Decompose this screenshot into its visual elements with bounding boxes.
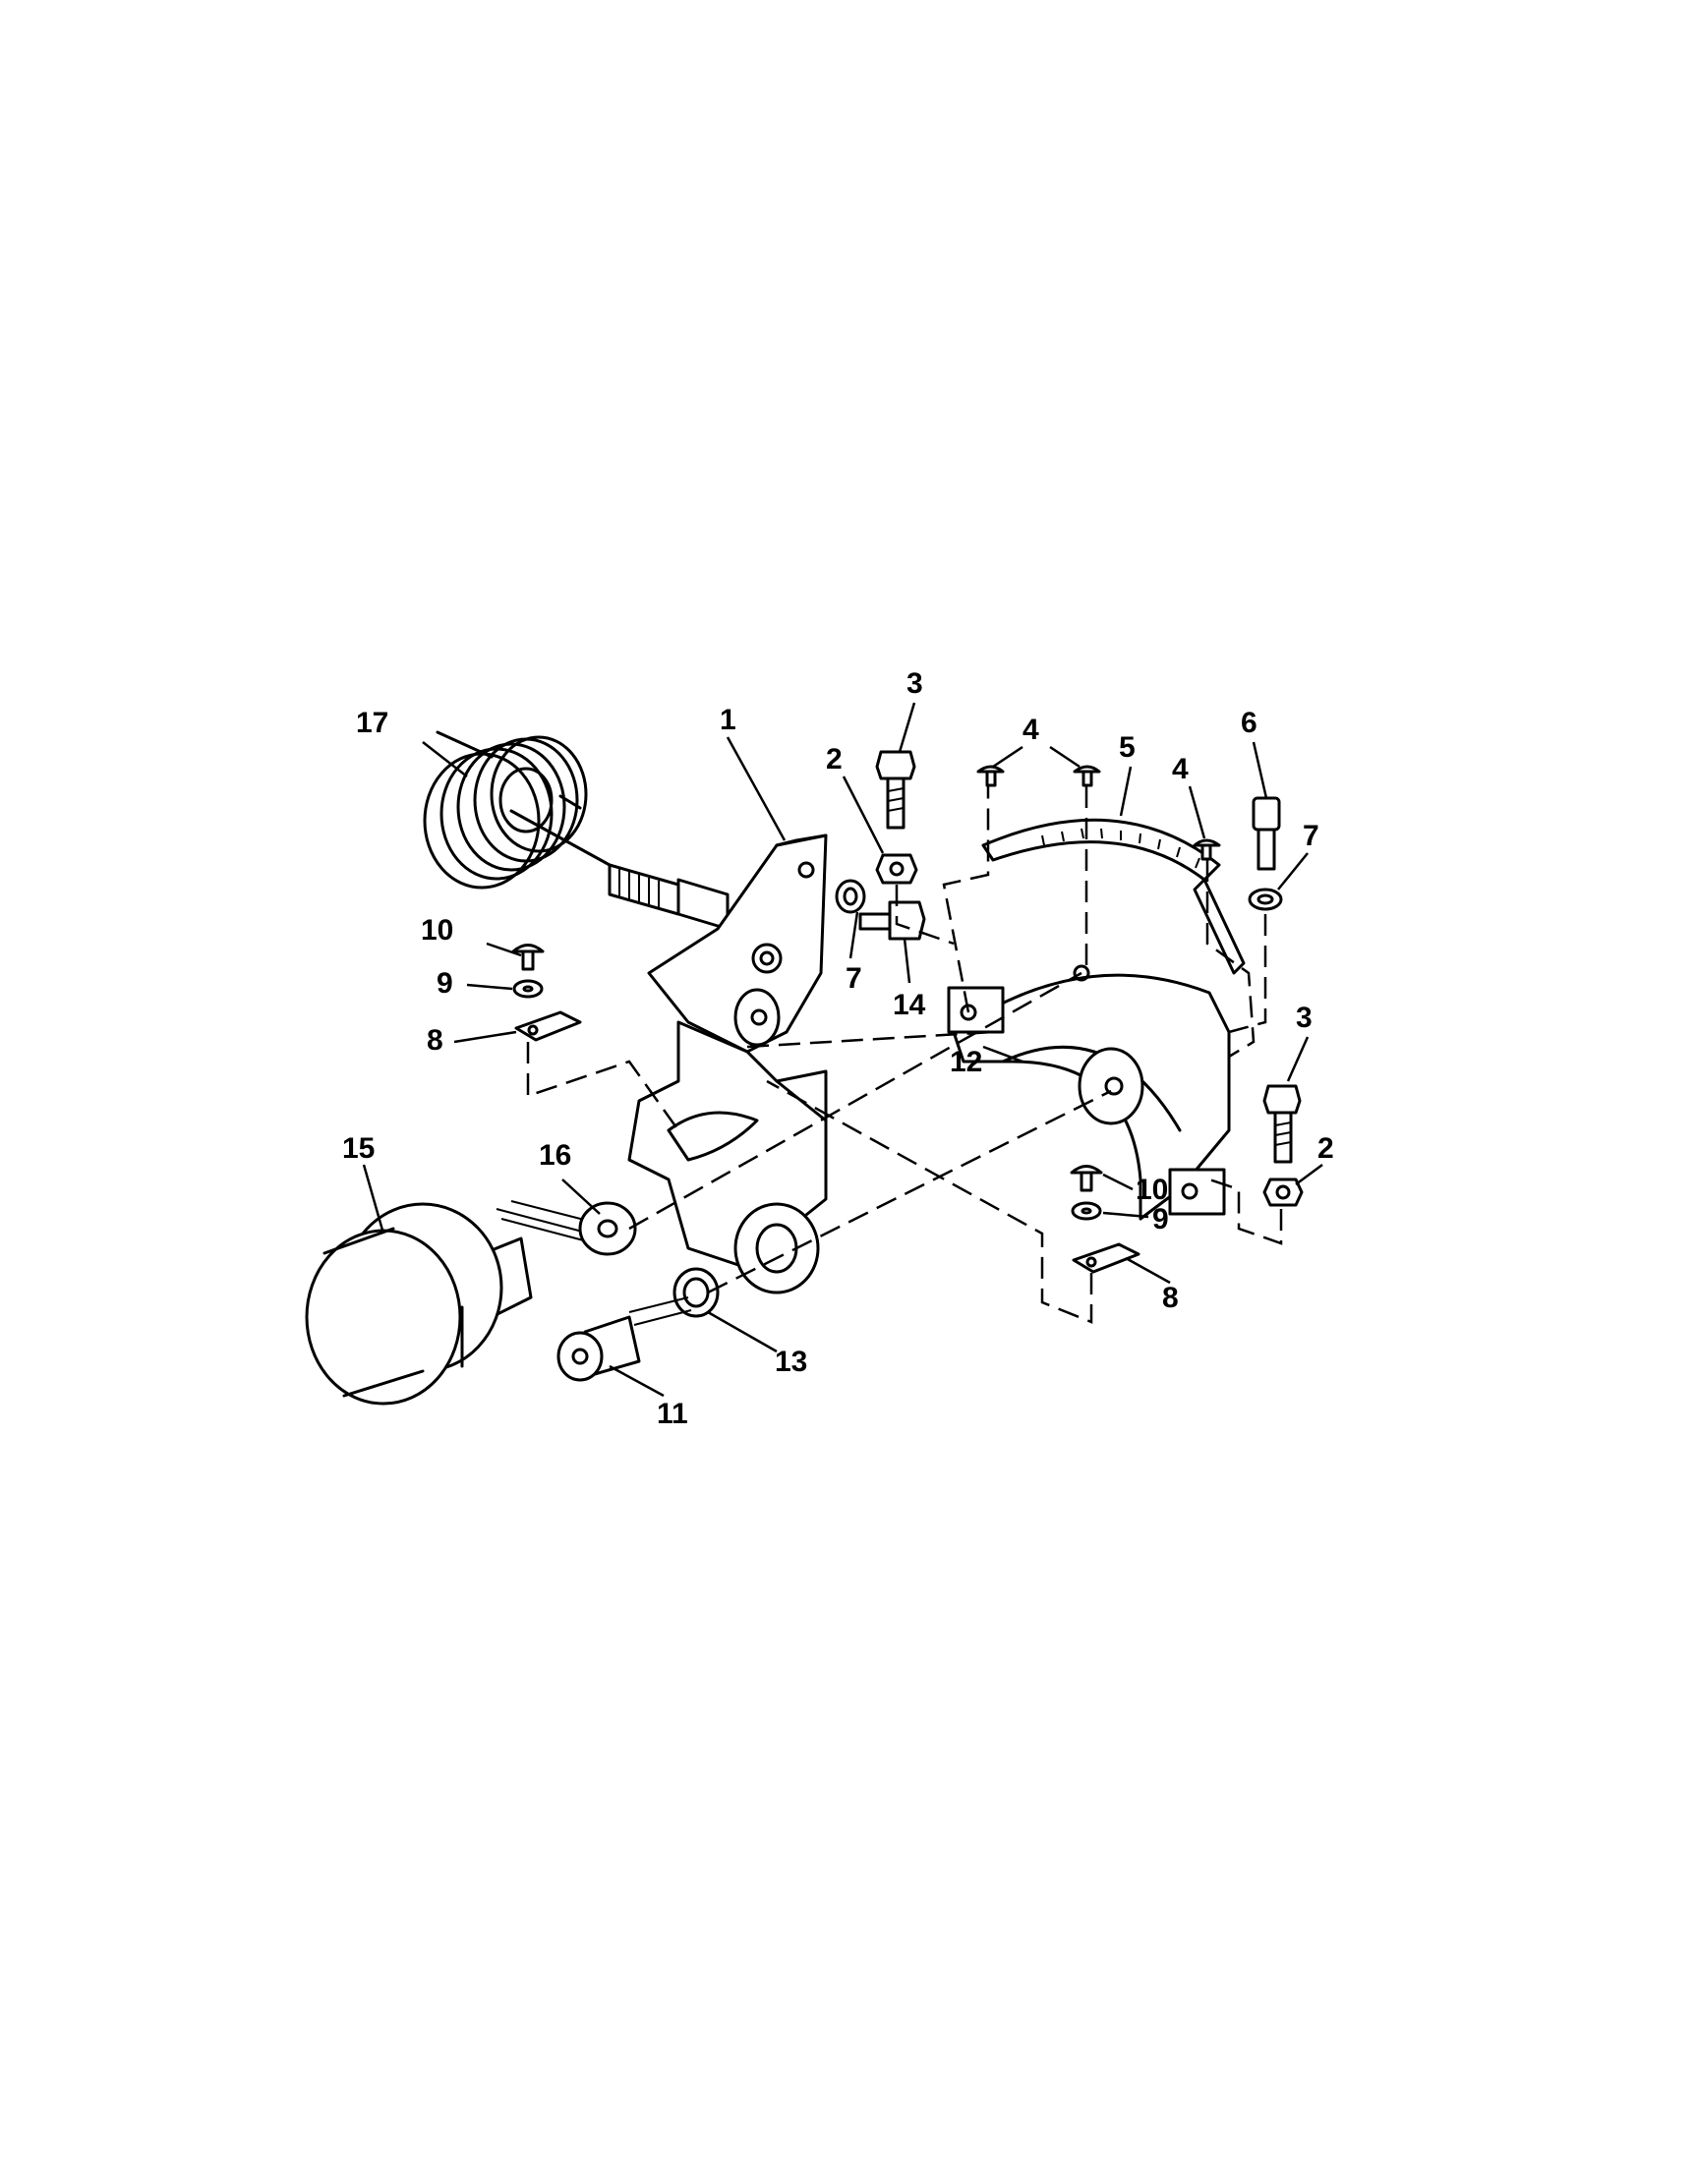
callout-9-right: 9 [1152, 1203, 1169, 1236]
leader-15 [561, 1178, 601, 1215]
leader-2a [842, 776, 885, 854]
callout-7-right: 7 [1303, 820, 1319, 852]
callout-15: 16 [539, 1139, 571, 1172]
part-4-screw-a [976, 765, 1005, 787]
callout-5: 5 [1119, 731, 1136, 764]
callout-16: 15 [342, 1132, 375, 1165]
leader-2b [1295, 1163, 1323, 1186]
leader-10a [486, 942, 522, 957]
leader-9b [1102, 1211, 1149, 1219]
leader-4a2 [1049, 745, 1081, 769]
callout-4-right: 4 [1172, 753, 1189, 785]
part-12-bolt [858, 900, 926, 941]
part-10-screw-left [511, 944, 545, 971]
leader-4b [1188, 785, 1206, 839]
leader-13 [707, 1310, 778, 1353]
leader-17 [422, 741, 468, 777]
part-16-knob [305, 1200, 601, 1406]
part-8-clip-right [1072, 1242, 1140, 1274]
leader-8b [1125, 1256, 1171, 1285]
part-9-washer-right [1071, 1201, 1102, 1221]
leader-12 [903, 938, 911, 984]
callout-6: 6 [1241, 707, 1257, 739]
callout-10-left: 10 [421, 914, 453, 947]
callout-11: 12 [950, 1046, 982, 1078]
part-7-lock-washer-left [835, 879, 866, 914]
callout-2-top: 2 [826, 743, 843, 776]
leader-7a [848, 911, 859, 959]
leader-3a [898, 702, 916, 753]
part-14-shoulder-bolt [556, 1296, 692, 1382]
leader-4a [992, 745, 1023, 769]
part-15-washer [578, 1201, 637, 1256]
part-4-screw-c [1193, 838, 1221, 861]
part-4-screw-b [1073, 765, 1101, 787]
leader-5 [1119, 766, 1133, 817]
part-10-screw-right [1070, 1165, 1103, 1192]
leader-10b [1102, 1173, 1134, 1191]
callout-9-left: 9 [437, 967, 453, 1000]
callout-8-right: 8 [1162, 1282, 1179, 1314]
callout-3-top: 3 [906, 667, 923, 700]
callout-labels: 17 1 2 3 4 5 4 6 7 7 14 12 3 2 10 9 8 10… [342, 667, 1334, 1430]
callout-14: 11 [657, 1398, 688, 1430]
callout-7-left: 7 [846, 962, 862, 995]
leader-6 [1252, 741, 1268, 799]
part-13-washer [672, 1267, 720, 1318]
leader-lines [362, 702, 1323, 1398]
part-17-spring [423, 730, 612, 890]
leader-9a [466, 983, 513, 991]
part-9-washer-left [512, 979, 544, 999]
callout-13: 13 [775, 1346, 807, 1378]
leader-3b [1286, 1036, 1310, 1082]
part-11-trunnion [947, 964, 1231, 1221]
part-8-clip-left [514, 1010, 582, 1042]
callout-2-right: 2 [1317, 1132, 1334, 1165]
part-2-nut-right [1262, 1178, 1304, 1207]
part-6-cap-screw [1252, 796, 1281, 871]
callout-3-right: 3 [1296, 1002, 1313, 1034]
part-3-bolt-right [1262, 1084, 1302, 1164]
leader-1 [726, 736, 787, 841]
callout-1: 1 [720, 704, 736, 736]
leader-14 [609, 1364, 665, 1398]
part-7-lock-washer-right [1248, 888, 1283, 911]
callout-4-top: 4 [1023, 714, 1039, 746]
callout-10-right: 10 [1136, 1174, 1168, 1206]
leader-7b [1277, 852, 1309, 891]
callout-17: 17 [356, 707, 388, 739]
callout-8-left: 8 [427, 1024, 443, 1057]
leader-16 [362, 1164, 385, 1235]
part-3-bolt-top [875, 750, 916, 830]
assembly-lines [526, 786, 1283, 1324]
part-2-nut-top [875, 853, 918, 885]
leader-11 [982, 1045, 1023, 1063]
callout-12: 14 [893, 989, 926, 1021]
part-1-bracket [608, 833, 828, 1294]
leader-8a [453, 1030, 517, 1044]
